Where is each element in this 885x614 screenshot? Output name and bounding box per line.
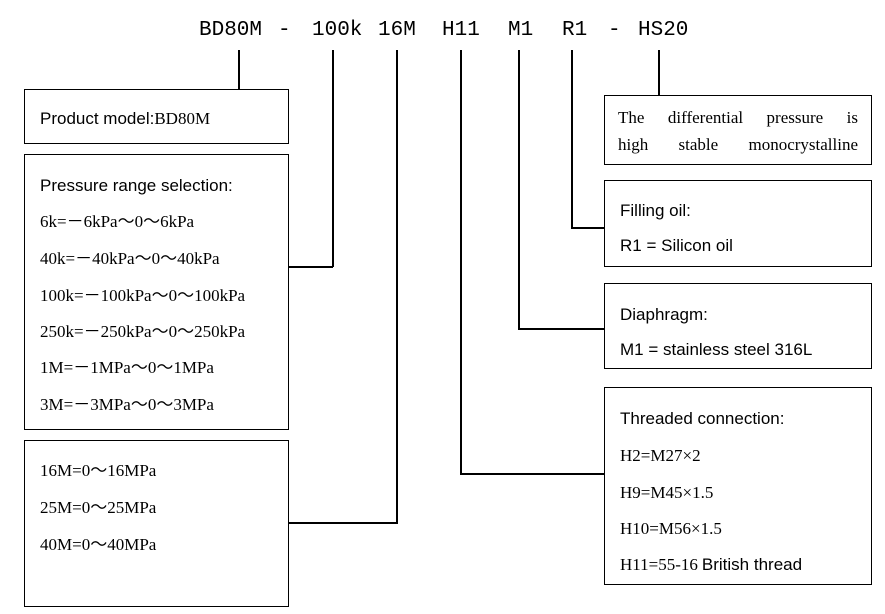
connector-range-high	[396, 50, 398, 523]
pressure-range-option: 250k=－250kPa～0～250kPa	[40, 322, 246, 341]
connector-thread	[460, 50, 462, 474]
diaphragm-value: M1 = stainless steel 316L	[620, 340, 813, 359]
pressure-range-option: 3M=－3MPa～0～3MPa	[40, 395, 214, 414]
connector-range-high-h	[288, 522, 398, 524]
filling-oil-value: R1 = Silicon oil	[620, 236, 733, 255]
code-oil: R1	[562, 19, 588, 42]
product-model-box: Product model:BD80M	[24, 89, 289, 144]
code-diaphragm: M1	[508, 19, 534, 42]
code-range-high: 16M	[378, 19, 416, 42]
sensor-note-line-1: The differential pressure is	[618, 108, 858, 127]
high-range-box: 16M=0～16MPa 25M=0～25MPa 40M=0～40MPa	[24, 440, 289, 607]
high-range-option: 40M=0～40MPa	[40, 535, 157, 554]
high-range-option: 25M=0～25MPa	[40, 498, 157, 517]
connector-model	[238, 50, 240, 89]
code-model: BD80M	[199, 19, 263, 42]
sensor-note-box: The differential pressure is high stable…	[604, 95, 872, 165]
filling-oil-box: Filling oil: R1 = Silicon oil	[604, 180, 872, 267]
connector-diaphragm-h	[518, 328, 605, 330]
connector-thread-h	[460, 473, 605, 475]
product-model-label: Product model:	[40, 109, 155, 128]
high-range-option: 16M=0～16MPa	[40, 461, 157, 480]
pressure-range-title: Pressure range selection:	[40, 176, 233, 195]
diaphragm-title: Diaphragm:	[620, 305, 708, 324]
connector-range-h	[288, 266, 333, 268]
diaphragm-box: Diaphragm: M1 = stainless steel 316L	[604, 283, 872, 369]
thread-option-last: H11=55-16 British thread	[620, 555, 802, 576]
thread-option: H2=M27×2	[620, 446, 701, 465]
code-dash-1: -	[278, 19, 291, 42]
thread-option-last-desc: British thread	[701, 555, 803, 574]
pressure-range-option: 1M=－1MPa～0～1MPa	[40, 358, 214, 377]
connector-range	[332, 50, 334, 267]
connector-oil	[571, 50, 573, 228]
connector-sensor	[658, 50, 660, 95]
pressure-range-option: 6k=－6kPa～0～6kPa	[40, 212, 195, 231]
thread-option-last-code: H11=55-16	[620, 555, 698, 574]
sensor-note-line-2: high stable monocrystalline	[618, 135, 858, 154]
thread-option: H10=M56×1.5	[620, 519, 722, 538]
pressure-range-box: Pressure range selection: 6k=－6kPa～0～6kP…	[24, 154, 289, 430]
product-model-value: BD80M	[154, 109, 211, 128]
threaded-connection-box: Threaded connection: H2=M27×2 H9=M45×1.5…	[604, 387, 872, 585]
code-range: 100k	[312, 19, 363, 42]
threaded-connection-title: Threaded connection:	[620, 409, 785, 428]
code-sensor: HS20	[638, 19, 689, 42]
pressure-range-option: 40k=－40kPa～0～40kPa	[40, 249, 220, 268]
thread-option: H9=M45×1.5	[620, 483, 714, 502]
code-thread: H11	[442, 19, 480, 42]
connector-diaphragm	[518, 50, 520, 329]
connector-oil-h	[571, 227, 605, 229]
code-dash-2: -	[608, 19, 621, 42]
pressure-range-option: 100k=－100kPa～0～100kPa	[40, 286, 246, 305]
filling-oil-title: Filling oil:	[620, 201, 691, 220]
